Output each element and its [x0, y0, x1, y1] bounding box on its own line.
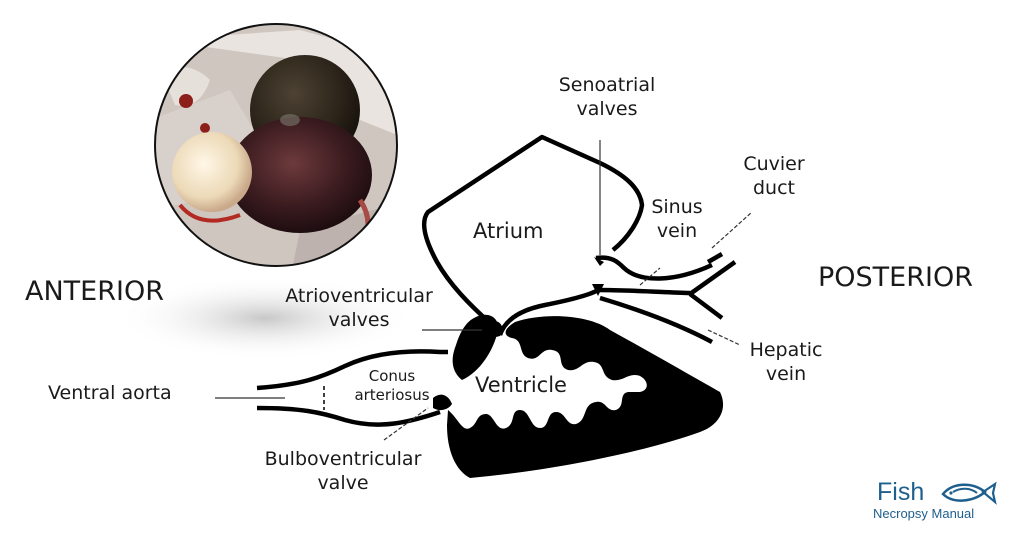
cuvier-duct-label: Cuvier duct	[738, 152, 810, 200]
senoatrial-valve-tip	[594, 257, 604, 266]
atrium-label: Atrium	[473, 219, 544, 243]
atrium-outline	[421, 134, 645, 325]
atrioventricular-label: Atrioventricular valves	[274, 284, 444, 332]
sinus-vein-upper	[595, 255, 713, 281]
leader-hepatic	[707, 329, 741, 346]
senoatrial-valve-lower	[592, 284, 604, 296]
photo-shadow	[115, 276, 415, 360]
leader-cuvier	[711, 211, 753, 249]
bulbus-lower	[256, 405, 441, 427]
fish-icon	[941, 481, 997, 505]
sinus-vein-label-line1: Sinus	[651, 196, 703, 218]
bulboventricular-label-line2: valve	[317, 472, 369, 494]
bulboventricular-label-line1: Bulboventricular	[264, 448, 422, 470]
atrium-lower-wall	[497, 288, 600, 336]
ventral-aorta-label: Ventral aorta	[48, 382, 172, 404]
posterior-label: POSTERIOR	[818, 262, 973, 293]
leader-sinus-vein	[639, 267, 661, 286]
conus-label: Conus arteriosus	[350, 367, 434, 405]
fish-necropsy-logo: Fish Necropsy Manual	[873, 478, 1003, 528]
senoatrial-label-line2: valves	[576, 98, 638, 120]
sinus-vein-label-line2: vein	[656, 220, 698, 242]
sinus-vein-lower	[597, 287, 691, 296]
hepatic-vein-label-line2: vein	[765, 363, 807, 385]
conus-label-line2: arteriosus	[354, 386, 430, 404]
cuvier-duct-lower	[688, 260, 737, 296]
leader-bulboventricular	[383, 407, 429, 441]
atrioventricular-label-line1: Atrioventricular	[285, 285, 433, 307]
cuvier-duct-upper	[706, 252, 724, 264]
cuvier-duct-label-line1: Cuvier	[743, 153, 805, 175]
bulbus-upper	[256, 349, 448, 391]
ventricle-label: Ventricle	[475, 373, 567, 397]
hepatic-vein-label: Hepatic vein	[740, 338, 832, 386]
ventricle-mass	[447, 316, 724, 478]
senoatrial-label: Senoatrial valves	[548, 73, 666, 121]
heart-photo	[155, 24, 397, 266]
atrioventricular-label-line2: valves	[328, 309, 390, 331]
sinus-vein-label: Sinus vein	[645, 195, 709, 243]
bulboventricular-label: Bulboventricular valve	[257, 447, 429, 495]
photo-frame	[154, 23, 398, 267]
conus-label-line1: Conus	[368, 367, 416, 385]
anterior-label: ANTERIOR	[25, 276, 164, 307]
hepatic-vein-upper	[688, 292, 724, 320]
hepatic-vein-label-line1: Hepatic	[749, 339, 823, 361]
logo-title: Fish	[877, 478, 925, 506]
av-valve	[452, 314, 499, 380]
cuvier-duct-label-line2: duct	[753, 177, 795, 199]
hepatic-vein-lower	[599, 295, 714, 344]
bulbus-valve	[433, 394, 452, 411]
senoatrial-label-line1: Senoatrial	[558, 74, 656, 96]
av-valve-right	[490, 321, 503, 338]
logo-subtitle: Necropsy Manual	[873, 506, 975, 521]
